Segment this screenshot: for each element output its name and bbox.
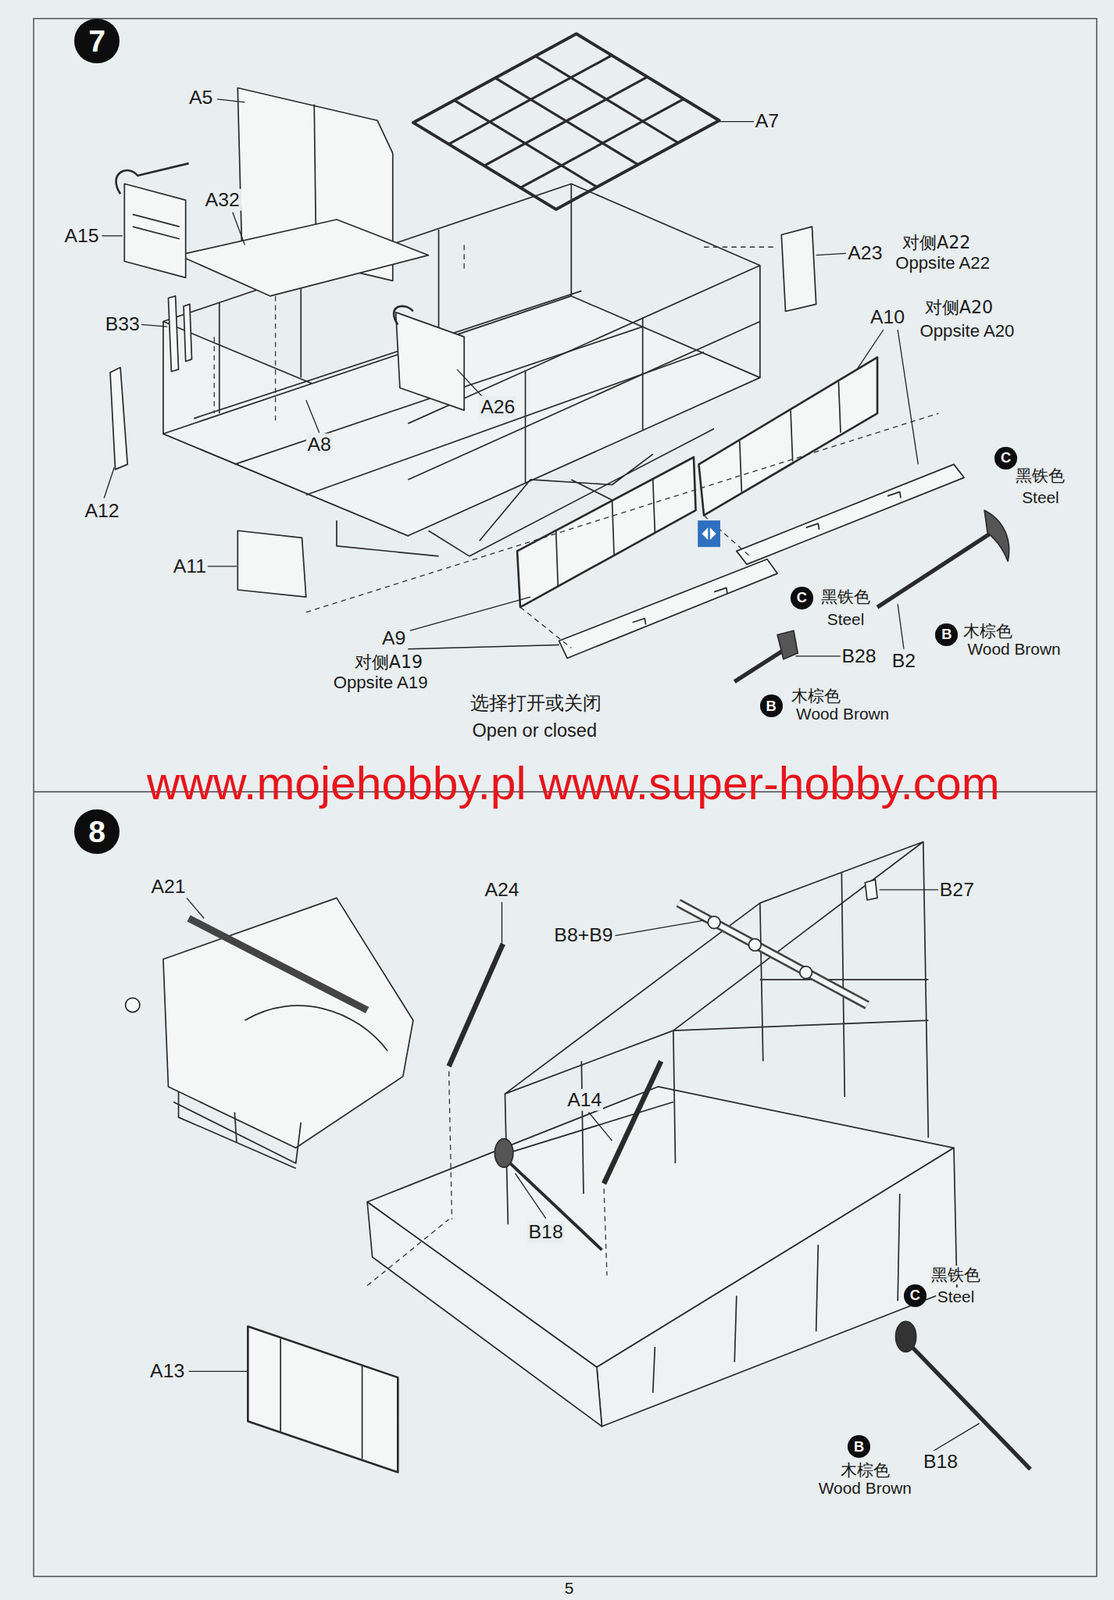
part-number: A11 — [171, 554, 208, 578]
paint-name: Wood Brown — [794, 704, 891, 724]
page-number: 5 — [563, 1578, 576, 1598]
part-number: A15 — [62, 224, 100, 247]
paint-name: 黑铁色 — [1014, 466, 1067, 486]
paint-code: B — [760, 694, 783, 718]
watermark: www.mojehobby.pl www.super-hobby.com — [145, 756, 1002, 811]
code-letter: B — [853, 1439, 865, 1454]
paint-name: Steel — [1020, 488, 1061, 508]
step-number: 7 — [74, 18, 119, 64]
paint-name: 木棕色 — [961, 621, 1015, 641]
part-number: A10 — [868, 306, 907, 329]
part-number: B28 — [839, 644, 878, 668]
paint-name: 木棕色 — [839, 1460, 892, 1480]
part-number: A23 — [846, 242, 884, 265]
code-letter: B — [766, 699, 777, 714]
paint-name: Wood Brown — [817, 1478, 914, 1498]
part-number: A12 — [83, 499, 122, 523]
part-number: B8+B9 — [552, 924, 615, 947]
code-letter: 7 — [88, 25, 106, 57]
part-number: B18 — [921, 1450, 960, 1474]
part-number: A21 — [149, 875, 187, 899]
part-number: A32 — [203, 189, 242, 212]
part-number: A13 — [148, 1360, 186, 1383]
opposite-note: 对侧A20 — [923, 298, 995, 319]
paint-name: Steel — [825, 610, 867, 629]
paint-code: B — [847, 1435, 871, 1458]
paint-name: 木棕色 — [789, 686, 843, 706]
code-letter: 8 — [88, 816, 106, 847]
opposite-note: 对侧A22 — [900, 232, 972, 254]
part-number: B27 — [938, 878, 976, 901]
part-number: A24 — [482, 878, 521, 901]
part-number: A14 — [565, 1088, 604, 1111]
code-letter: C — [910, 1288, 921, 1303]
part-number: B18 — [527, 1221, 565, 1244]
paint-name: 黑铁色 — [819, 587, 872, 607]
paint-name: Wood Brown — [965, 639, 1062, 659]
opposite-note: 对侧A19 — [353, 652, 425, 673]
code-letter: B — [941, 627, 952, 642]
code-letter: C — [1000, 450, 1011, 465]
paint-code: B — [935, 623, 958, 647]
paint-code: C — [903, 1284, 927, 1307]
part-number: A9 — [380, 627, 408, 650]
opposite-note: Oppsite A22 — [893, 253, 992, 274]
paint-code: C — [790, 586, 814, 610]
paint-name: 黑铁色 — [929, 1265, 982, 1285]
opposite-note: Oppsite A20 — [918, 321, 1017, 343]
paint-name: Steel — [935, 1287, 977, 1307]
option-note: 选择打开或关闭 — [468, 693, 604, 715]
code-letter: C — [796, 590, 807, 605]
opposite-note: Oppsite A19 — [332, 672, 430, 693]
part-number: A8 — [306, 433, 333, 457]
part-number: A26 — [478, 396, 517, 419]
paint-code: C — [994, 446, 1018, 470]
step-number: 8 — [74, 809, 119, 854]
part-number: A7 — [753, 110, 781, 133]
part-number: A5 — [187, 86, 215, 110]
part-number: B33 — [103, 313, 142, 336]
option-note: Open or closed — [471, 721, 599, 743]
part-number: B2 — [890, 649, 918, 673]
